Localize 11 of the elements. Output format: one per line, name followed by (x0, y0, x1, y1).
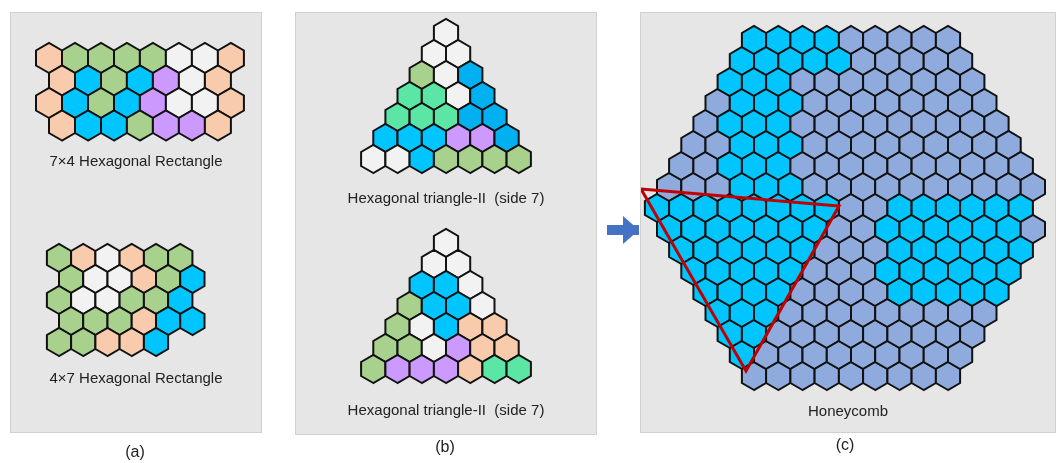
node-label: 7×4 Hexagonal Rectangle (49, 152, 223, 169)
panel-label: (b) (435, 438, 455, 456)
node-label: Honeycomb (807, 402, 888, 419)
panel (295, 12, 597, 435)
panel (10, 12, 262, 433)
node-label: Hexagonal triangle-II (side 7) (347, 401, 545, 418)
node-label: 4×7 Hexagonal Rectangle (49, 369, 223, 386)
block-arrow (607, 216, 639, 244)
panel-label: (c) (835, 436, 855, 454)
panel-label: (a) (125, 443, 145, 461)
node-label: Hexagonal triangle-II (side 7) (347, 189, 545, 206)
